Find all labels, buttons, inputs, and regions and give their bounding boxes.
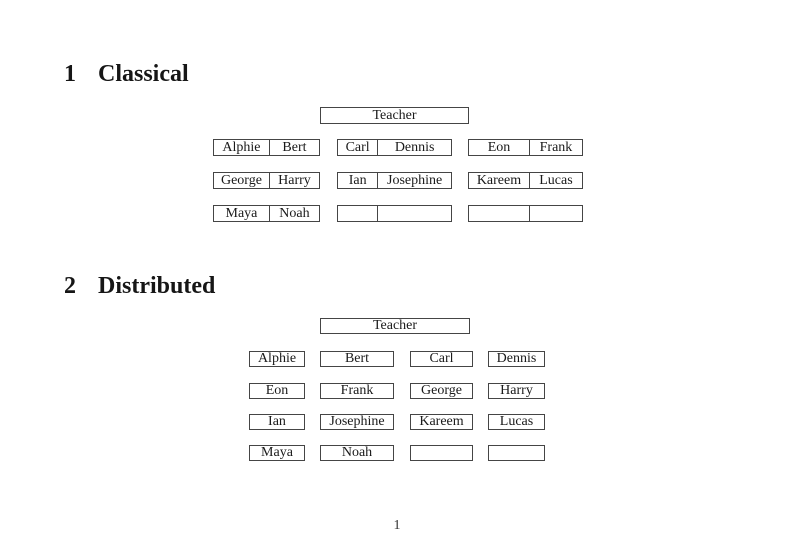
- teacher-label: Teacher: [372, 107, 417, 123]
- seat-box: Ian: [249, 414, 305, 430]
- seat-box: Eon: [249, 383, 305, 399]
- seat-cell: Carl: [338, 140, 379, 155]
- seat-box: Dennis: [488, 351, 545, 367]
- seat-cell: Dennis: [394, 140, 435, 155]
- section-heading-distributed: 2 Distributed: [64, 274, 215, 298]
- seat-pair: Carl Dennis: [337, 139, 452, 156]
- seat-cell: Alphie: [214, 140, 270, 155]
- seat-pair: Alphie Bert: [213, 139, 320, 156]
- seat-box: Lucas: [488, 414, 545, 430]
- seat-box: George: [410, 383, 473, 399]
- seat-box: Noah: [320, 445, 394, 461]
- teacher-box: Teacher: [320, 318, 470, 334]
- seat-cell-empty: [530, 206, 582, 221]
- seat-cell: Eon: [469, 140, 530, 155]
- seat-cell: Kareem: [469, 173, 530, 188]
- seat-box: Carl: [410, 351, 473, 367]
- seat-cell: Bert: [282, 140, 307, 155]
- seat-cell: Josephine: [387, 173, 443, 188]
- seat-pair: Eon Frank: [468, 139, 583, 156]
- section-number: 1: [64, 61, 76, 87]
- seat-box: Josephine: [320, 414, 394, 430]
- seat-cell: Lucas: [539, 173, 573, 188]
- section-title: Classical: [98, 61, 189, 87]
- seat-pair-empty: [468, 205, 583, 222]
- seat-cell-empty: [469, 206, 530, 221]
- seat-cell: Frank: [539, 140, 573, 155]
- seat-cell: Harry: [278, 173, 311, 188]
- seat-box: Alphie: [249, 351, 305, 367]
- seat-pair-empty: [337, 205, 452, 222]
- teacher-label: Teacher: [372, 318, 418, 333]
- section-number: 2: [64, 273, 76, 299]
- seat-cell: Maya: [214, 206, 270, 221]
- seat-pair: Ian Josephine: [337, 172, 452, 189]
- seat-pair: Kareem Lucas: [468, 172, 583, 189]
- page-number: 1: [393, 518, 401, 533]
- seat-box: Bert: [320, 351, 394, 367]
- seat-cell: Noah: [279, 206, 310, 221]
- teacher-box: Teacher: [320, 107, 469, 124]
- seat-box: Kareem: [410, 414, 473, 430]
- seat-pair: George Harry: [213, 172, 320, 189]
- seat-box: Maya: [249, 445, 305, 461]
- seat-box: Harry: [488, 383, 545, 399]
- seat-cell-empty: [378, 206, 451, 221]
- seat-cell: Ian: [338, 173, 379, 188]
- seat-cell-empty: [338, 206, 379, 221]
- seat-box: Frank: [320, 383, 394, 399]
- seat-box-empty: [410, 445, 473, 461]
- section-title: Distributed: [98, 273, 216, 299]
- seat-box-empty: [488, 445, 545, 461]
- seat-pair: Maya Noah: [213, 205, 320, 222]
- seat-cell: George: [214, 173, 270, 188]
- section-heading-classical: 1 Classical: [64, 62, 189, 86]
